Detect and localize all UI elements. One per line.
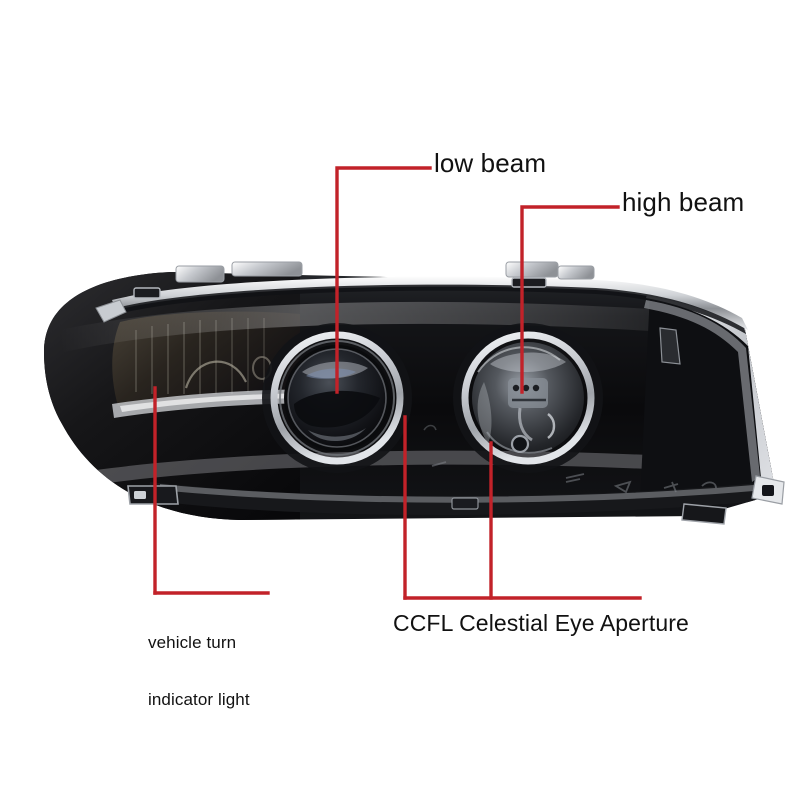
mounting-tab-top-right (505, 261, 559, 278)
mounting-tab-bottom-left (127, 485, 179, 505)
headlight-assembly (44, 261, 785, 525)
mounting-tab-top-left (175, 265, 225, 283)
mounting-tab-bottom-left-hole (134, 491, 146, 499)
trim-clip-left (133, 287, 161, 299)
projector-lens-lower-glint (308, 428, 366, 442)
turn-indicator-arc (184, 360, 247, 389)
lens-reflection-sweep (60, 301, 748, 352)
callout-leaders (153, 166, 642, 600)
halo-ring-high-beam (461, 331, 595, 465)
callout-label-turn-indicator-line1: vehicle turn (148, 633, 237, 652)
chrome-top-trim-group (95, 261, 748, 334)
halo-ring-high-beam-outer (453, 323, 603, 473)
clear-corner-edge (646, 290, 776, 488)
high-beam-bulb-assembly (508, 378, 548, 454)
trim-end-left (95, 299, 127, 323)
trim-clip-right (511, 277, 547, 288)
callout-label-high-beam: high beam (622, 187, 745, 217)
corner-lens-tab (659, 327, 681, 365)
projector-lens-chromatic-fringe (306, 368, 356, 379)
callout-label-low-beam: low beam (434, 148, 547, 178)
leader-high-beam (520, 205, 620, 394)
projector-lens-cutoff-shield (294, 390, 380, 428)
high-beam-bulb-holder (508, 378, 548, 408)
mounting-tab-top-far-right (557, 265, 595, 280)
mounting-tab-bottom-right (681, 503, 727, 525)
callout-label-turn-indicator-line2: indicator light (148, 690, 250, 709)
callout-label-turn-indicator: vehicle turn indicator light (148, 595, 250, 747)
projector-low-beam-group (262, 323, 412, 473)
mounting-tab-top-center (231, 261, 303, 277)
lower-apron-highlight (160, 484, 766, 503)
reflector-rim-glint (477, 346, 561, 373)
high-beam-bulb-base (510, 434, 530, 454)
callout-label-ccfl-aperture: CCFL Celestial Eye Aperture (393, 610, 689, 636)
reflector-clip-spring (547, 413, 556, 439)
reflector-inner-arc (486, 431, 553, 454)
leader-low-beam (335, 166, 432, 394)
reflector-facet-upper (490, 352, 566, 373)
housing-molded-marks (431, 461, 717, 494)
reflector-high-beam-group (453, 323, 603, 473)
lens-reflection-lower (96, 450, 770, 484)
mounting-tab-bottom-center (451, 497, 479, 510)
mounting-bracket-right-hole (762, 485, 774, 496)
high-beam-bulb-stem (518, 407, 533, 442)
reflector-facet-left (477, 382, 492, 444)
housing-mark-left (423, 424, 437, 431)
